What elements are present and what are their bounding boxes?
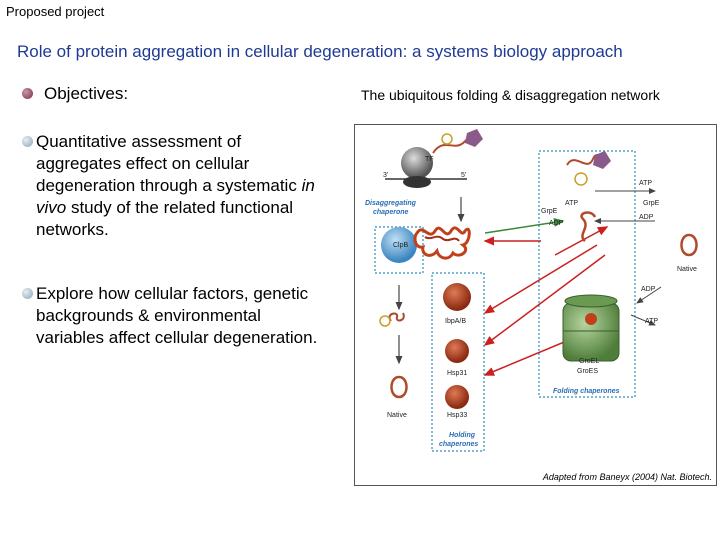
native-protein-icon [680,233,698,257]
arrow-folding-red-1 [483,244,598,314]
objectives-heading: Objectives: [44,84,129,103]
header-label: Proposed project [6,4,105,19]
native-protein-icon [390,375,408,399]
label-tf: TF [425,156,434,163]
aggregate-icon [413,226,471,260]
label-grpe-2: GrpE [541,208,558,215]
clpb-icon [381,227,417,263]
objective-item-1: Quantitative assessment of aggregates ef… [22,131,322,241]
label-3prime: 3' [383,172,388,179]
figure-caption: The ubiquitous folding & disaggregation … [361,87,660,103]
chaperone-network-diagram: 3' 5' TF Disaggregating chaperone ClpB [365,129,698,452]
dnaj-icon [574,172,588,186]
label-hsp33: Hsp33 [447,412,467,419]
objective-text: Explore how cellular factors, genetic ba… [36,284,318,347]
label-adp-1: ADP [639,214,654,221]
label-grpe-1: GrpE [643,200,660,207]
label-holding-2: chaperones [439,441,478,448]
label-clpb: ClpB [393,242,409,249]
label-holding: Holding [449,432,476,439]
arrow-folding-red-4 [554,226,609,256]
label-atp-1: ATP [639,180,652,187]
arrow-adp-2 [636,286,662,304]
ribosome-icon [401,147,433,179]
bullet-icon [22,88,33,99]
figure-frame: 3' 5' TF Disaggregating chaperone ClpB [354,124,717,486]
label-atp-2: ATP [565,200,578,207]
dnaj-icon [379,315,391,327]
folding-chaperones-box [538,150,636,398]
objective-text: Quantitative assessment of aggregates ef… [36,132,302,195]
objectives-heading-row: Objectives: [22,83,322,105]
tf-chaperone-icon [441,133,453,145]
label-5prime: 5' [461,172,466,179]
label-disaggregating-2: chaperone [373,209,409,216]
arrow-folding-red-2 [483,254,606,346]
label-hsp31: Hsp31 [447,370,467,377]
objective-emphasis: in vivo [36,176,315,217]
objective-text: study of the related functional networks… [36,198,294,239]
label-groes: GroES [577,368,598,375]
label-native-1: Native [677,266,697,273]
arrow-atp-3 [630,314,656,326]
hsp33-icon [445,385,469,409]
dnak-icon [465,129,483,147]
ribosome-subunit-icon [403,176,431,188]
bullet-icon [22,288,33,299]
label-adp-3: ADP [641,286,656,293]
label-atp-3: ATP [645,318,658,325]
label-groel: GroEL [579,358,599,365]
hsp31-icon [445,339,469,363]
holding-chaperones-box [431,272,485,452]
arrow-disaggregation [484,217,565,234]
refolding-icon [388,312,405,322]
nascent-chain-icon [432,138,468,154]
label-disaggregating: Disaggregating [365,200,417,207]
bullet-icon [22,136,33,147]
objective-item-2: Explore how cellular factors, genetic ba… [22,283,322,349]
label-folding-chaperones: Folding chaperones [553,388,620,395]
slide-title: Role of protein aggregation in cellular … [17,42,623,61]
dnak-icon [593,151,611,169]
groel-groes-icon [562,294,620,362]
ibpab-icon [443,283,471,311]
label-ibpab: IbpA/B [445,318,466,325]
folding-intermediate-icon [580,211,597,242]
figure-credit: Adapted from Baneyx (2004) Nat. Biotech. [542,472,712,482]
label-adp-2: ADP [549,220,564,227]
label-native-2: Native [387,412,407,419]
